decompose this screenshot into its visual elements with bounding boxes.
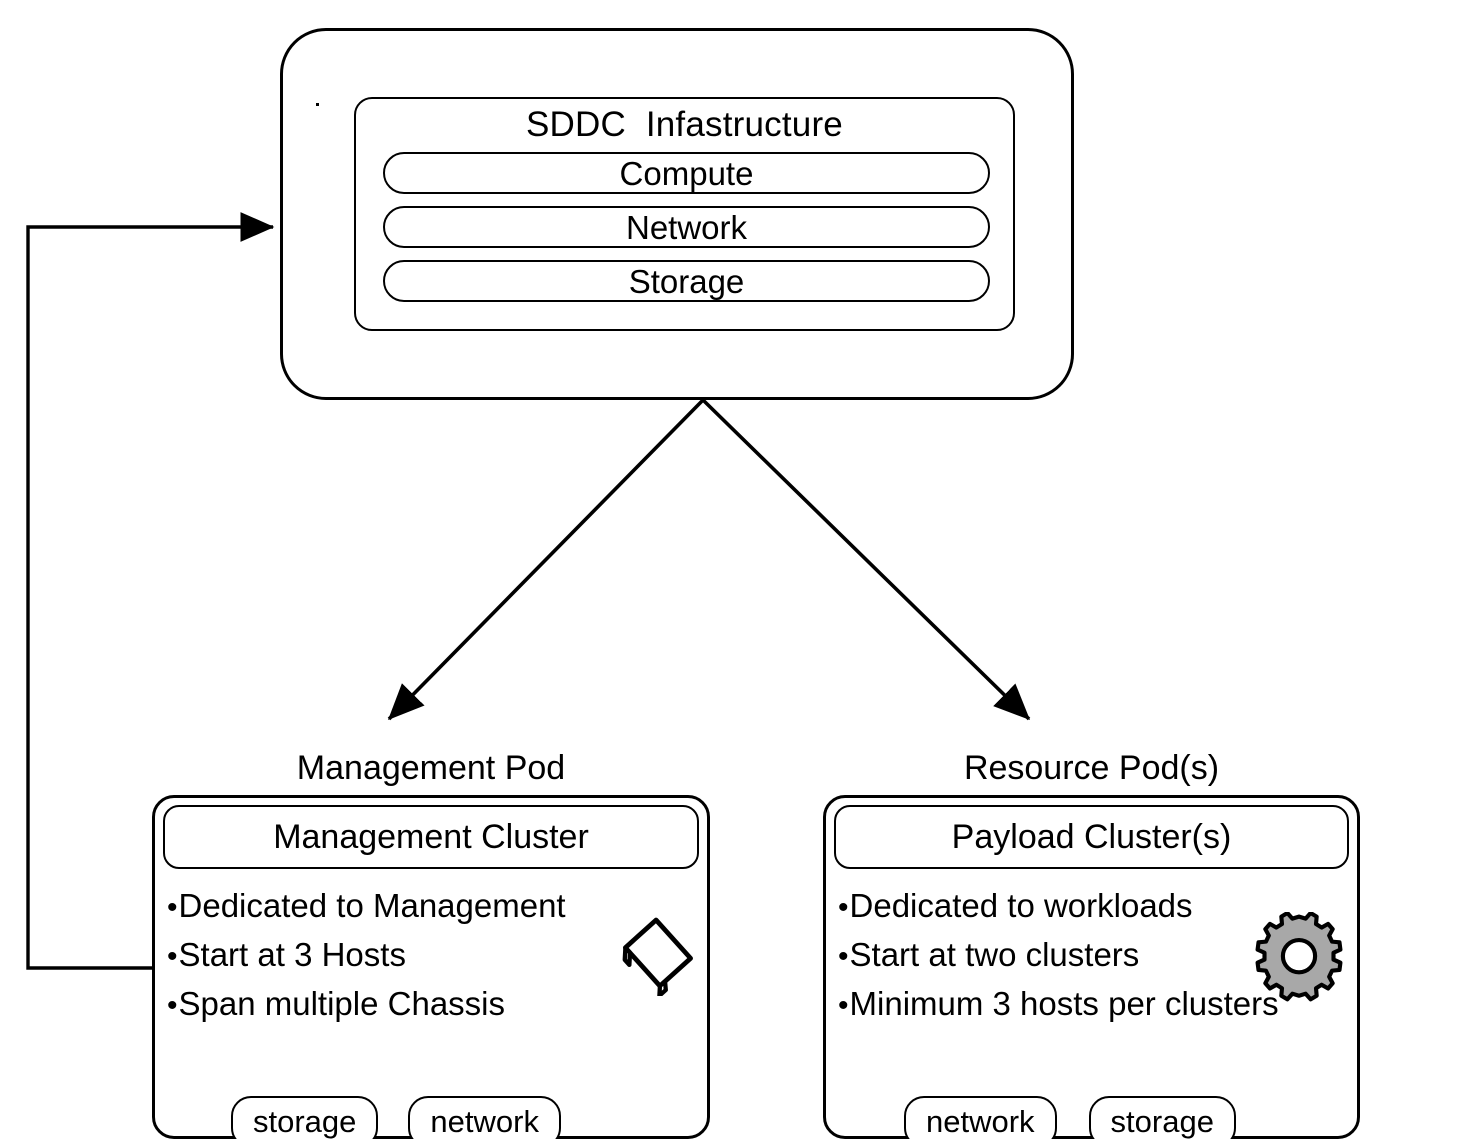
management-tag-network-label: network	[430, 1104, 539, 1139]
connector-to-management-pod	[387, 398, 705, 721]
sddc-infrastructure-inner-panel: SDDC Infastructure Compute Network Stora…	[354, 97, 1015, 331]
resource-pod-bullet-list: • Dedicated to workloads • Start at two …	[838, 882, 1347, 1029]
resource-bullet-3: Minimum 3 hosts per clusters	[849, 985, 1279, 1022]
sddc-layer-network[interactable]: Network	[383, 206, 990, 248]
resource-pod-tag-row: network storage	[826, 1096, 1357, 1139]
sddc-layer-stack: Compute Network Storage	[383, 152, 990, 302]
management-pod-tag-row: storage network	[155, 1096, 707, 1139]
sddc-title: SDDC Infastructure	[526, 105, 843, 144]
resource-tag-storage[interactable]: storage	[1088, 1096, 1236, 1139]
resource-tag-network-label: network	[926, 1104, 1035, 1139]
list-item: • Start at 3 Hosts	[167, 931, 697, 980]
sddc-layer-compute[interactable]: Compute	[383, 152, 990, 194]
connector-to-resource-pod	[701, 398, 1031, 721]
management-pod-caption: Management Pod	[296, 749, 566, 787]
list-item: • Dedicated to workloads	[838, 882, 1347, 931]
management-pod-box: Management Cluster • Dedicated to Manage…	[152, 795, 710, 1139]
bullet-marker-icon: •	[838, 891, 849, 924]
sddc-layer-compute-label: Compute	[619, 154, 754, 192]
list-item: • Start at two clusters	[838, 931, 1347, 980]
management-pod-bullet-list: • Dedicated to Management • Start at 3 H…	[167, 882, 697, 1029]
bullet-marker-icon: •	[167, 940, 178, 973]
resource-tag-storage-label: storage	[1110, 1104, 1214, 1139]
list-item: • Span multiple Chassis	[167, 980, 697, 1029]
sddc-infrastructure-block: SDDC Infastructure Compute Network Stora…	[280, 28, 1074, 400]
management-cluster-header-label: Management Cluster	[273, 817, 589, 856]
bullet-marker-icon: •	[167, 989, 178, 1022]
management-bullet-2: Start at 3 Hosts	[178, 936, 406, 973]
scroll-icon	[622, 917, 693, 996]
sddc-layer-storage-label: Storage	[628, 262, 745, 300]
resource-bullet-1: Dedicated to workloads	[849, 887, 1193, 924]
management-tag-network[interactable]: network	[408, 1096, 561, 1139]
list-item: • Minimum 3 hosts per clusters	[838, 980, 1347, 1029]
resource-bullet-2: Start at two clusters	[849, 936, 1140, 973]
management-bullet-3: Span multiple Chassis	[178, 985, 506, 1022]
gear-icon	[1255, 912, 1343, 1002]
resource-pod-box: Payload Cluster(s) • Dedicated to worklo…	[823, 795, 1360, 1139]
management-tag-storage[interactable]: storage	[231, 1096, 379, 1139]
sddc-layer-storage[interactable]: Storage	[383, 260, 990, 302]
management-cluster-header[interactable]: Management Cluster	[163, 805, 699, 869]
bullet-marker-icon: •	[838, 940, 849, 973]
management-tag-storage-label: storage	[253, 1104, 357, 1139]
payload-cluster-header-label: Payload Cluster(s)	[951, 817, 1232, 856]
resource-pod-caption: Resource Pod(s)	[963, 749, 1220, 787]
stray-speck	[316, 103, 319, 106]
list-item: • Dedicated to Management	[167, 882, 697, 931]
bullet-marker-icon: •	[838, 989, 849, 1022]
sddc-layer-network-label: Network	[625, 208, 748, 246]
resource-tag-network[interactable]: network	[904, 1096, 1057, 1139]
payload-cluster-header[interactable]: Payload Cluster(s)	[834, 805, 1349, 869]
management-bullet-1: Dedicated to Management	[178, 887, 566, 924]
bullet-marker-icon: •	[167, 891, 178, 924]
